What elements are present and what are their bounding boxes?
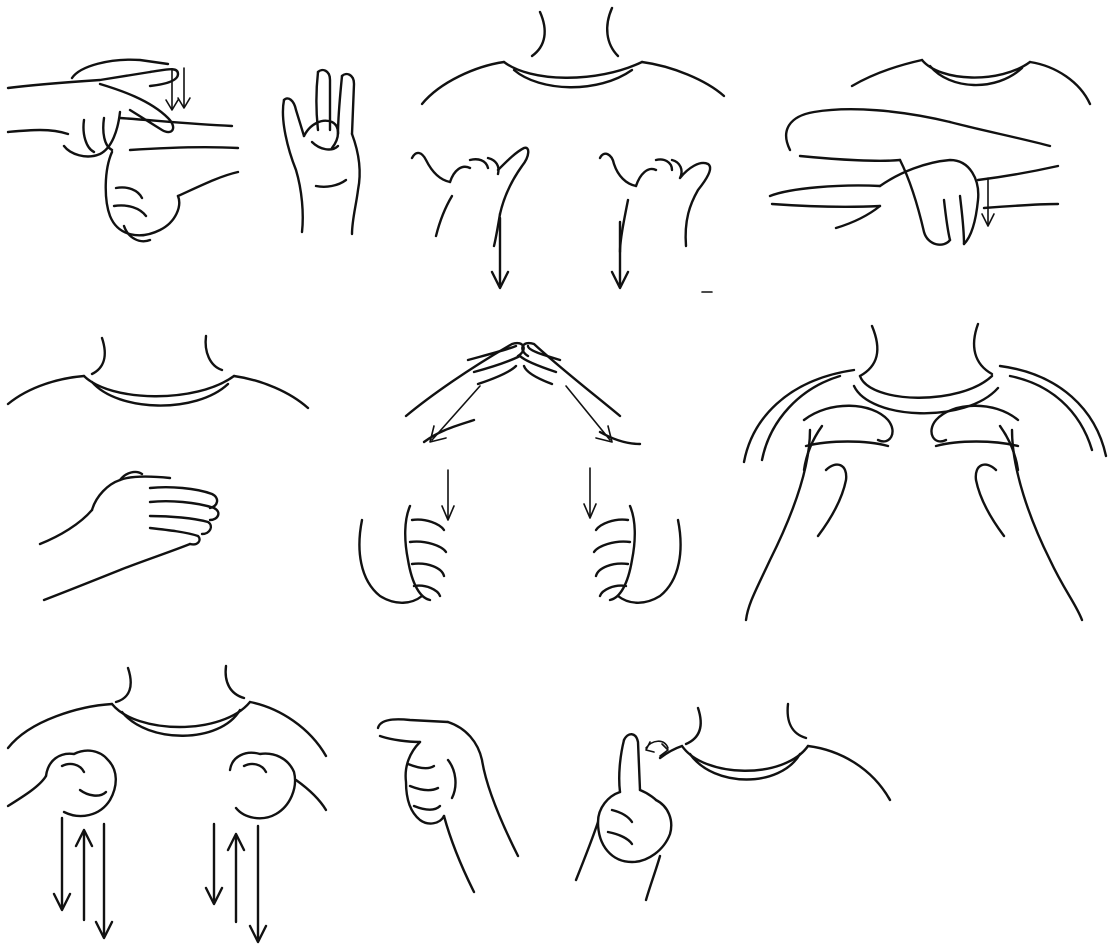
three-finger-handshape-icon (270, 60, 380, 240)
forearm-across-body-icon (760, 50, 1117, 260)
pointing-index-hand-icon (360, 700, 540, 910)
finger-tapping-wrist-icon (0, 40, 250, 260)
y-handshape-downward-icon (410, 0, 740, 300)
index-finger-at-neck-icon (570, 700, 910, 910)
fists-up-down-icon (0, 660, 340, 948)
roof-hands-down-icon (340, 330, 700, 620)
flat-hand-at-chest-icon (0, 330, 320, 620)
hands-grip-collar-icon (720, 320, 1117, 630)
